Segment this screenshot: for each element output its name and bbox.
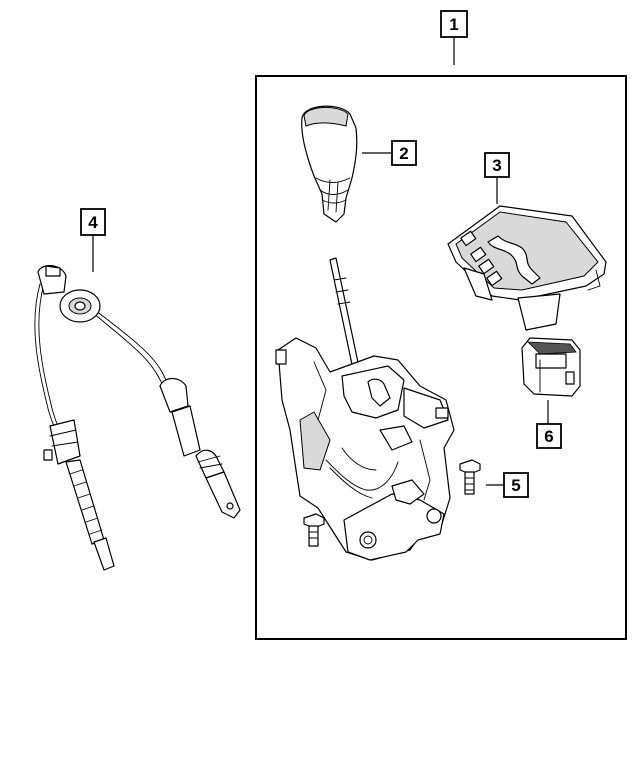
mounting-bolt-upper[interactable]	[459, 459, 481, 495]
callout-2: 2	[391, 140, 417, 166]
shift-bezel[interactable]	[447, 205, 607, 331]
svg-text:4: 4	[88, 213, 98, 232]
callout-6: 6	[536, 423, 562, 449]
shift-switch[interactable]	[521, 337, 581, 397]
svg-text:6: 6	[544, 427, 553, 446]
mounting-bolt-lower[interactable]	[303, 513, 325, 547]
callout-5: 5	[503, 472, 529, 498]
assembly-frame	[255, 75, 627, 640]
callout-3: 3	[484, 152, 510, 178]
callout-4: 4	[80, 208, 106, 236]
svg-text:2: 2	[399, 144, 408, 163]
svg-text:5: 5	[511, 476, 520, 495]
shifter-assembly[interactable]	[275, 257, 455, 561]
svg-text:1: 1	[449, 15, 458, 34]
svg-text:3: 3	[492, 156, 501, 175]
callout-1: 1	[440, 10, 468, 38]
shift-cable[interactable]	[34, 265, 241, 571]
shift-knob[interactable]	[301, 105, 358, 223]
